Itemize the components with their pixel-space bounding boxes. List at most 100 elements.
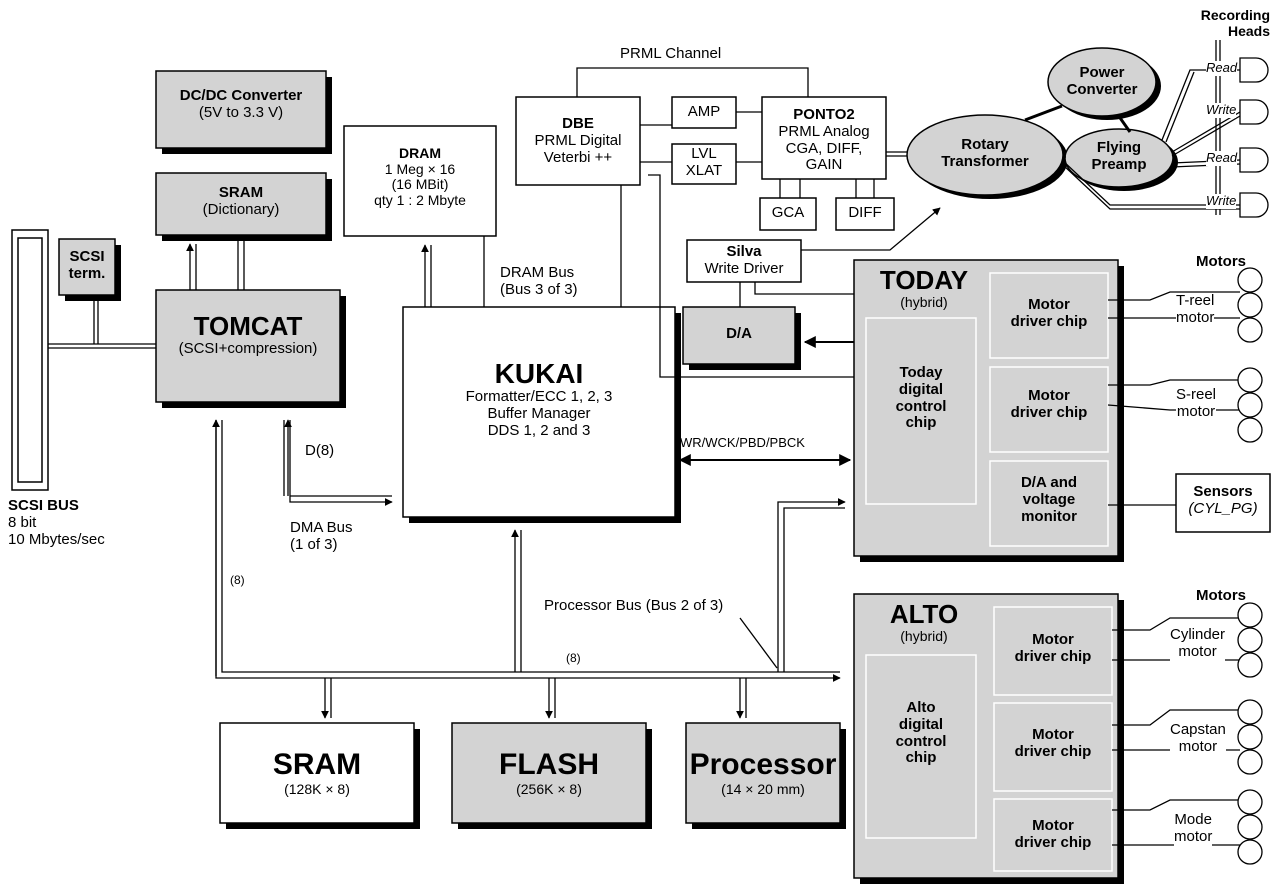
sram-title: SRAM xyxy=(272,748,362,781)
amp-box xyxy=(671,96,737,129)
today-m2-l1: Motor xyxy=(1028,387,1070,404)
today-da-l2: voltage xyxy=(1022,490,1076,508)
alto-title: ALTO xyxy=(889,599,959,629)
alto-box xyxy=(853,593,1119,879)
today-box xyxy=(853,259,1119,557)
silva-title: Silva xyxy=(726,243,762,260)
flash-sub: (256K × 8) xyxy=(516,780,582,797)
scsi-bus-l2: 10 Mbytes/sec xyxy=(8,530,105,548)
alto-chip-l3: control xyxy=(895,732,947,750)
processor-title: Processor xyxy=(689,748,837,781)
rotary-l2: Transformer xyxy=(941,152,1029,170)
scsi-term-box xyxy=(58,238,116,296)
paren8-mid: (8) xyxy=(566,651,581,665)
dbe-l2: Veterbi ++ xyxy=(543,148,613,166)
scsi-bus-l1: 8 bit xyxy=(8,513,37,531)
dram-title: DRAM xyxy=(399,145,441,161)
dma-bus-l1: DMA Bus xyxy=(290,519,353,536)
kukai-l2: Buffer Manager xyxy=(487,405,591,423)
ponto-box xyxy=(761,96,887,180)
today-da-l3: monitor xyxy=(1021,507,1077,525)
da-box xyxy=(682,306,796,365)
recording-heads-l1: Recording xyxy=(1200,7,1270,23)
flash-title: FLASH xyxy=(499,748,599,781)
dcdc-box xyxy=(155,70,327,149)
flying-l2: Preamp xyxy=(1091,155,1147,173)
scsi-term-l2: term. xyxy=(68,264,106,282)
today-chip-l1: Today xyxy=(899,364,943,381)
tomcat-box xyxy=(155,289,341,403)
sensors-sub: (CYL_PG) xyxy=(1188,499,1258,517)
silva-sub: Write Driver xyxy=(704,259,784,277)
mode-l1: Mode xyxy=(1174,811,1212,828)
read1-label: Read xyxy=(1206,60,1238,76)
today-sub: (hybrid) xyxy=(900,294,948,311)
dram-l3: qty 1 : 2 Mbyte xyxy=(374,192,466,209)
mode-l2: motor xyxy=(1174,827,1213,845)
processor-sub: (14 × 20 mm) xyxy=(721,780,805,797)
alto-chip-l4: chip xyxy=(905,749,937,767)
sreel-l1: S-reel xyxy=(1176,386,1217,403)
alto-m2-l1: Motor xyxy=(1032,726,1074,743)
prml-channel-label: PRML Channel xyxy=(620,45,722,62)
dcdc-sub: (5V to 3.3 V) xyxy=(198,103,284,121)
diff-box xyxy=(835,197,895,231)
kukai-l1: Formatter/ECC 1, 2, 3 xyxy=(465,388,613,406)
dram-l2: (16 MBit) xyxy=(391,176,449,193)
lvl-l2: XLAT xyxy=(685,161,723,179)
rotary-l1: Rotary xyxy=(961,136,1009,153)
treel-l2: motor xyxy=(1176,308,1215,326)
kukai-box xyxy=(402,306,676,518)
ponto-l3: GAIN xyxy=(805,156,843,174)
sram-dict-box xyxy=(155,172,327,236)
sram-box xyxy=(219,722,415,824)
sram-sub: (128K × 8) xyxy=(284,780,350,797)
read2-label: Read xyxy=(1206,150,1238,166)
dram-bus-l2: (Bus 3 of 3) xyxy=(500,280,578,298)
cap-l1: Capstan xyxy=(1170,721,1226,738)
amp-label: AMP xyxy=(687,103,721,120)
today-m1-l2: driver chip xyxy=(1010,312,1088,330)
today-chip-l2: digital xyxy=(898,380,944,398)
alto-m1-l1: Motor xyxy=(1032,631,1074,648)
alto-m1-l2: driver chip xyxy=(1014,647,1092,665)
treel-l1: T-reel xyxy=(1176,292,1215,309)
lvl-box xyxy=(671,143,737,185)
power-l2: Converter xyxy=(1066,80,1138,98)
power-l1: Power xyxy=(1079,64,1125,81)
dbe-l1: PRML Digital xyxy=(534,131,622,149)
sensors-title: Sensors xyxy=(1193,483,1253,500)
alto-m3-l1: Motor xyxy=(1032,817,1074,834)
gca-label: GCA xyxy=(771,204,805,221)
sreel-l2: motor xyxy=(1176,402,1216,420)
flying-preamp-ellipse xyxy=(1064,128,1174,188)
dram-l1: 1 Meg × 16 xyxy=(384,160,456,177)
diff-label: DIFF xyxy=(848,204,882,221)
dbe-box xyxy=(515,96,641,186)
write2-label: Write xyxy=(1206,193,1237,209)
tomcat-sub: (SCSI+compression) xyxy=(178,340,318,358)
power-converter-ellipse xyxy=(1047,47,1157,117)
alto-sub: (hybrid) xyxy=(900,628,948,645)
scsi-term-l1: SCSI xyxy=(69,248,105,265)
today-da-l1: D/A and xyxy=(1020,474,1078,491)
today-chip-l4: chip xyxy=(905,414,937,432)
recording-heads-l2: Heads xyxy=(1227,22,1270,39)
ponto-l2: CGA, DIFF, xyxy=(785,139,863,157)
ponto-title: PONTO2 xyxy=(793,106,855,123)
cyl-l2: motor xyxy=(1178,642,1217,660)
alto-m2-l2: driver chip xyxy=(1014,742,1092,760)
scsi-bus-title: SCSI BUS xyxy=(8,497,79,514)
motors-bottom-label: Motors xyxy=(1196,587,1246,604)
tomcat-title: TOMCAT xyxy=(193,311,303,341)
kukai-l3: DDS 1, 2 and 3 xyxy=(487,421,591,439)
dbe-title: DBE xyxy=(562,115,594,132)
write1-label: Write xyxy=(1206,102,1237,118)
sram-dict-sub: (Dictionary) xyxy=(202,200,280,218)
motors-top-label: Motors xyxy=(1196,253,1246,270)
processor-box xyxy=(685,722,841,824)
dram-bus-l1: DRAM Bus xyxy=(500,264,575,281)
paren8-left: (8) xyxy=(230,573,245,587)
